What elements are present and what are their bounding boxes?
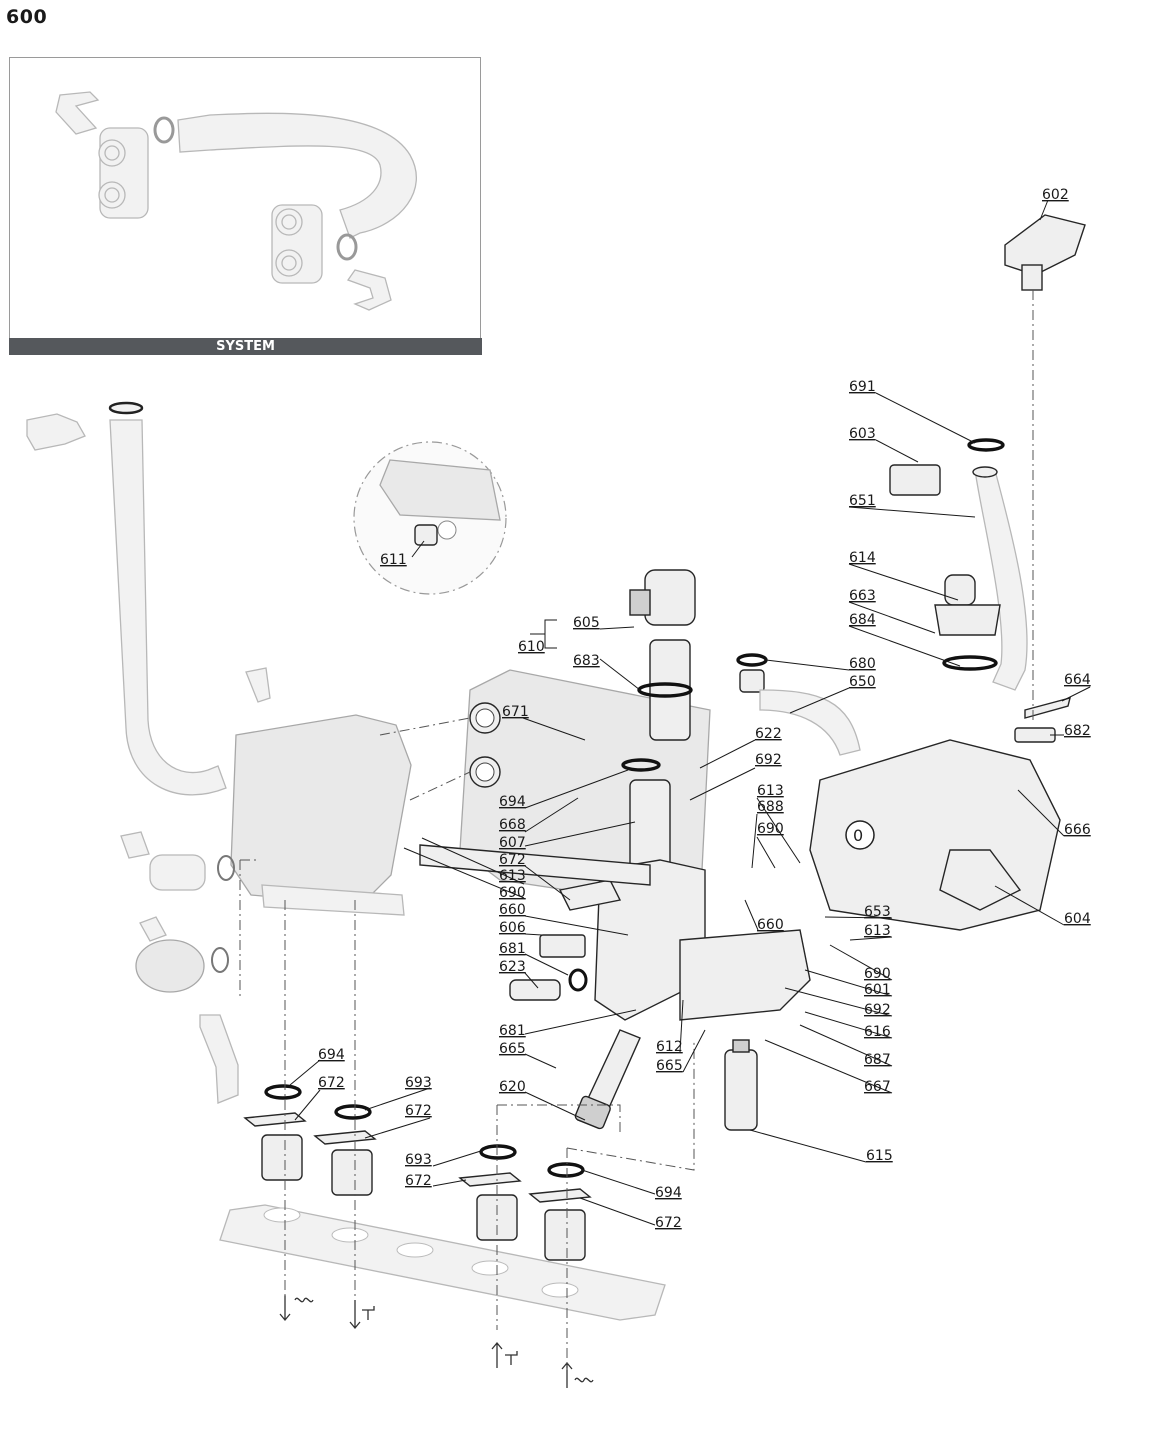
pressure-switch-602 <box>1004 214 1086 291</box>
label-688: 688 <box>757 799 784 815</box>
label-671: 671 <box>502 704 529 720</box>
label-672-lower: 672 <box>405 1173 432 1189</box>
filter-620 <box>574 1029 641 1130</box>
label-616: 616 <box>864 1024 891 1040</box>
seal-691 <box>967 438 1005 452</box>
label-692-lower: 692 <box>864 1002 891 1018</box>
label-651: 651 <box>849 493 876 509</box>
hydraulic-block <box>419 569 811 1021</box>
air-vent-614 <box>934 574 1001 671</box>
label-613-left: 613 <box>499 868 526 884</box>
label-680: 680 <box>849 656 876 672</box>
label-667: 667 <box>864 1079 891 1095</box>
mounting-plate <box>219 1204 666 1321</box>
label-660-left: 660 <box>499 902 526 918</box>
label-650: 650 <box>849 674 876 690</box>
label-682: 682 <box>1064 723 1091 739</box>
label-613-right: 613 <box>864 923 891 939</box>
pipe-650 <box>736 653 861 756</box>
ghosted-left-assembly <box>26 401 412 1104</box>
sensor-623 <box>509 968 588 1001</box>
label-622: 622 <box>755 726 782 742</box>
pump-assembly: 0 <box>809 739 1061 931</box>
pipe-651 <box>972 466 1028 691</box>
cold-water-in-icon <box>491 1341 518 1368</box>
label-666: 666 <box>1064 822 1091 838</box>
label-601: 601 <box>864 982 891 998</box>
label-653: 653 <box>864 904 891 920</box>
label-694-right: 694 <box>655 1185 682 1201</box>
label-663: 663 <box>849 588 876 604</box>
label-620: 620 <box>499 1079 526 1095</box>
label-615: 615 <box>866 1148 893 1164</box>
label-602: 602 <box>1042 187 1069 203</box>
svg-text:0: 0 <box>853 826 863 845</box>
label-690-right: 690 <box>864 966 891 982</box>
label-610: 610 <box>518 639 545 655</box>
label-687: 687 <box>864 1052 891 1068</box>
label-693-lower: 693 <box>405 1152 432 1168</box>
label-606: 606 <box>499 920 526 936</box>
heating-return-in-icon <box>561 1361 594 1388</box>
label-612: 612 <box>656 1039 683 1055</box>
label-694-upper: 694 <box>499 794 526 810</box>
label-690-left: 690 <box>499 885 526 901</box>
label-690-upper: 690 <box>757 821 784 837</box>
label-607: 607 <box>499 835 526 851</box>
part-labels: 602 691 603 651 614 663 684 680 650 664 … <box>318 187 1091 1231</box>
valve-606 <box>539 934 586 958</box>
label-684: 684 <box>849 612 876 628</box>
label-672-right: 672 <box>655 1215 682 1231</box>
label-672-mid: 672 <box>499 852 526 868</box>
label-672-left: 672 <box>318 1075 345 1091</box>
alignment-lines <box>239 290 1034 1370</box>
label-613-upper: 613 <box>757 783 784 799</box>
label-623: 623 <box>499 959 526 975</box>
label-660-right: 660 <box>757 917 784 933</box>
label-665-left: 665 <box>499 1041 526 1057</box>
label-691: 691 <box>849 379 876 395</box>
sensor-603 <box>889 464 941 496</box>
label-694-left: 694 <box>318 1047 345 1063</box>
label-692-upper: 692 <box>755 752 782 768</box>
heating-flow-out-icon <box>279 1295 314 1322</box>
label-683: 683 <box>573 653 600 669</box>
label-664: 664 <box>1064 672 1091 688</box>
detail-circle-611 <box>353 441 507 595</box>
label-681-lower: 681 <box>499 1023 526 1039</box>
label-668: 668 <box>499 817 526 833</box>
label-672-center: 672 <box>405 1103 432 1119</box>
label-693-upper: 693 <box>405 1075 432 1091</box>
valve-615 <box>724 1039 758 1131</box>
system-inset-drawing <box>55 91 417 311</box>
page-title: 600 <box>6 6 48 28</box>
hot-water-out-icon <box>349 1300 375 1330</box>
label-603: 603 <box>849 426 876 442</box>
label-604: 604 <box>1064 911 1091 927</box>
label-681-upper: 681 <box>499 941 526 957</box>
label-605: 605 <box>573 615 600 631</box>
system-inset-caption: SYSTEM <box>9 338 482 355</box>
label-614: 614 <box>849 550 876 566</box>
label-665-right: 665 <box>656 1058 683 1074</box>
leader-lines <box>289 199 1091 1226</box>
label-611: 611 <box>380 552 407 568</box>
